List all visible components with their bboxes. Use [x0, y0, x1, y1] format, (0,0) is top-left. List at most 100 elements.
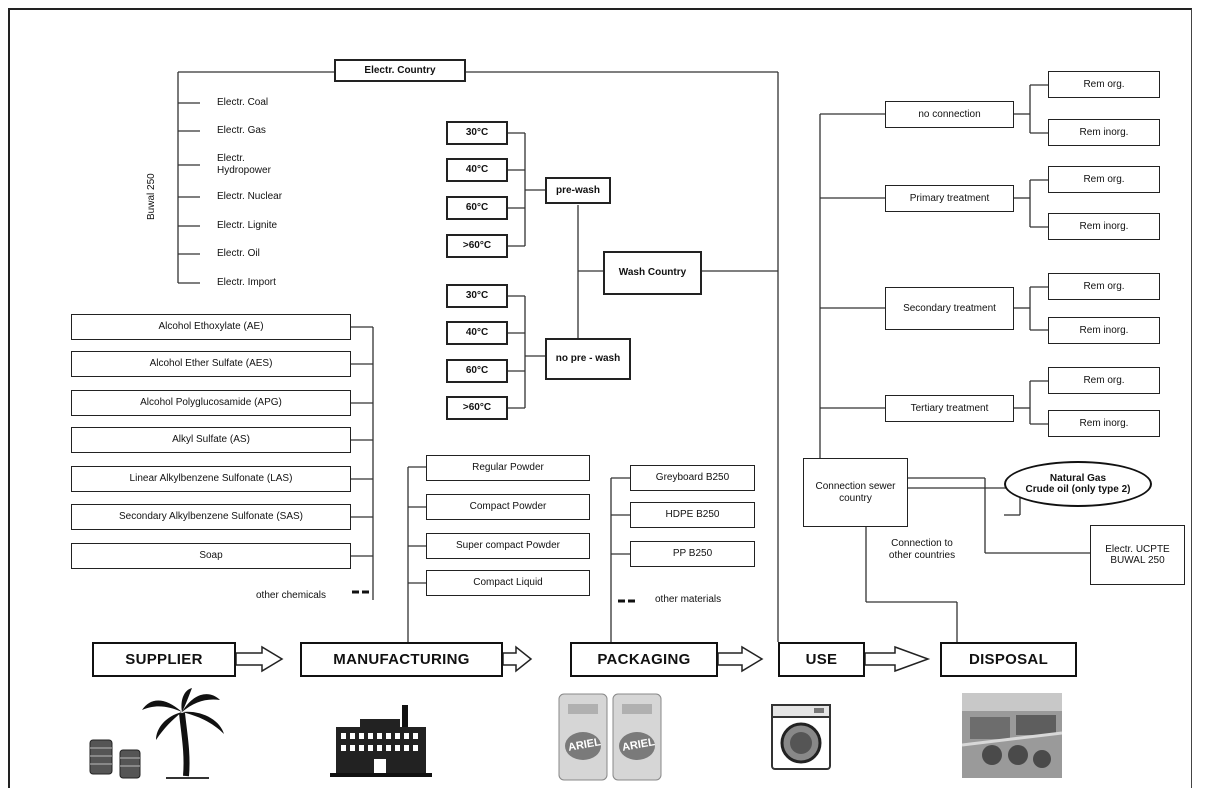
stage-packaging: PACKAGING — [570, 642, 718, 677]
prewash-temp-over60: >60°C — [446, 234, 508, 258]
factory-icon — [330, 705, 432, 777]
electr-country-label: Electr. Country — [364, 64, 436, 76]
temp-label: 40°C — [465, 164, 489, 176]
chemical-label: Linear Alkylbenzene Sulfonate (LAS) — [129, 473, 293, 485]
wash-country-label: Wash Country — [618, 267, 687, 279]
chemical-as: Alkyl Sulfate (AS) — [71, 427, 351, 453]
pack-greyboard: Greyboard B250 — [630, 465, 755, 491]
chemical-sas: Secondary Alkylbenzene Sulfonate (SAS) — [71, 504, 351, 530]
treatment-label: Primary treatment — [909, 192, 990, 204]
chemical-label: Secondary Alkylbenzene Sulfonate (SAS) — [119, 511, 303, 523]
chemical-label: Soap — [199, 550, 223, 562]
electr-import-label: Electr. Import — [217, 277, 276, 288]
chemical-aes: Alcohol Ether Sulfate (AES) — [71, 351, 351, 377]
ucpte-box: Electr. UCPTE BUWAL 250 — [1090, 525, 1185, 585]
stage-label: DISPOSAL — [968, 651, 1049, 668]
temp-label: >60°C — [462, 402, 492, 414]
pack-hdpe: HDPE B250 — [630, 502, 755, 528]
pack-label: PP B250 — [672, 548, 713, 560]
stage-label: MANUFACTURING — [333, 651, 470, 668]
palm-tree-and-barrels-icon — [89, 688, 224, 779]
electr-oil-label: Electr. Oil — [217, 248, 260, 259]
chemical-ae: Alcohol Ethoxylate (AE) — [71, 314, 351, 340]
prewash-temp-60: 60°C — [446, 196, 508, 220]
temp-label: 30°C — [465, 127, 489, 139]
temp-label: 60°C — [465, 202, 489, 214]
chemical-soap: Soap — [71, 543, 351, 569]
stage-label: USE — [805, 651, 838, 668]
rem-label: Rem org. — [1083, 374, 1125, 386]
rem-inorg-4: Rem inorg. — [1048, 410, 1160, 437]
electr-country-box: Electr. Country — [334, 59, 466, 82]
product-label: Regular Powder — [472, 462, 544, 474]
treatment-secondary: Secondary treatment — [885, 287, 1014, 330]
product-label: Compact Liquid — [473, 577, 543, 589]
rem-label: Rem inorg. — [1079, 220, 1129, 232]
rem-label: Rem org. — [1083, 78, 1125, 90]
temp-label: >60°C — [462, 240, 492, 252]
wash-country-box: Wash Country — [603, 251, 702, 295]
fuel-line2-label: Crude oil (only type 2) — [1025, 484, 1131, 495]
treatment-label: no connection — [918, 108, 981, 120]
detergent-boxes-image: ARIEL ARIEL — [556, 690, 664, 782]
electr-coal-label: Electr. Coal — [217, 97, 269, 108]
pack-pp: PP B250 — [630, 541, 755, 567]
product-regular-powder: Regular Powder — [426, 455, 590, 481]
product-compact-liquid: Compact Liquid — [426, 570, 590, 596]
stage-supplier: SUPPLIER — [92, 642, 236, 677]
rem-label: Rem org. — [1083, 173, 1125, 185]
stage-label: PACKAGING — [597, 651, 691, 668]
treatment-primary: Primary treatment — [885, 185, 1014, 212]
washing-machine-icon — [771, 704, 831, 770]
noprewash-temp-30: 30°C — [446, 284, 508, 308]
electr-gas-label: Electr. Gas — [217, 125, 266, 136]
pack-label: Greyboard B250 — [655, 472, 730, 484]
treatment-label: Tertiary treatment — [910, 402, 989, 414]
product-label: Compact Powder — [469, 501, 547, 513]
temp-label: 40°C — [465, 327, 489, 339]
rem-org-2: Rem org. — [1048, 166, 1160, 193]
temp-label: 60°C — [465, 365, 489, 377]
stage-label: SUPPLIER — [125, 651, 203, 668]
rem-inorg-1: Rem inorg. — [1048, 119, 1160, 146]
rem-inorg-2: Rem inorg. — [1048, 213, 1160, 240]
buwal-label: Buwal 250 — [146, 173, 157, 220]
electr-nuclear-label: Electr. Nuclear — [217, 191, 283, 202]
prewash-box: pre-wash — [545, 177, 611, 204]
noprewash-temp-60: 60°C — [446, 359, 508, 383]
chemical-label: Alcohol Ether Sulfate (AES) — [149, 358, 273, 370]
prewash-temp-30: 30°C — [446, 121, 508, 145]
chemical-label: Alcohol Polyglucosamide (APG) — [140, 397, 282, 409]
rem-org-3: Rem org. — [1048, 273, 1160, 300]
fuel-oval: Natural Gas Crude oil (only type 2) — [1004, 461, 1152, 507]
rem-label: Rem org. — [1083, 280, 1125, 292]
noprewash-temp-over60: >60°C — [446, 396, 508, 420]
temp-label: 30°C — [465, 290, 489, 302]
rem-org-1: Rem org. — [1048, 71, 1160, 98]
rem-inorg-3: Rem inorg. — [1048, 317, 1160, 344]
wastewater-plant-image — [962, 693, 1062, 778]
sewer-connection-box: Connection sewer country — [803, 458, 908, 527]
diagram-frame — [8, 8, 1192, 788]
other-countries-label: Connection to other countries — [888, 538, 956, 561]
electr-hydropower-label: Electr. Hydropower — [217, 153, 271, 176]
noprewash-box: no pre - wash — [545, 338, 631, 380]
rem-label: Rem inorg. — [1079, 324, 1129, 336]
treatment-tertiary: Tertiary treatment — [885, 395, 1014, 422]
other-materials-label: other materials — [655, 594, 722, 605]
stage-disposal: DISPOSAL — [940, 642, 1077, 677]
treatment-no-connection: no connection — [885, 101, 1014, 128]
chemical-label: Alcohol Ethoxylate (AE) — [158, 321, 264, 333]
fuel-line1-label: Natural Gas — [1049, 472, 1107, 484]
product-label: Super compact Powder — [456, 540, 560, 552]
chemical-las: Linear Alkylbenzene Sulfonate (LAS) — [71, 466, 351, 492]
other-chemicals-label: other chemicals — [256, 590, 327, 601]
chemical-apg: Alcohol Polyglucosamide (APG) — [71, 390, 351, 416]
rem-label: Rem inorg. — [1079, 417, 1129, 429]
stage-use: USE — [778, 642, 865, 677]
product-super-compact-powder: Super compact Powder — [426, 533, 590, 559]
product-compact-powder: Compact Powder — [426, 494, 590, 520]
electr-lignite-label: Electr. Lignite — [217, 220, 278, 231]
rem-org-4: Rem org. — [1048, 367, 1160, 394]
